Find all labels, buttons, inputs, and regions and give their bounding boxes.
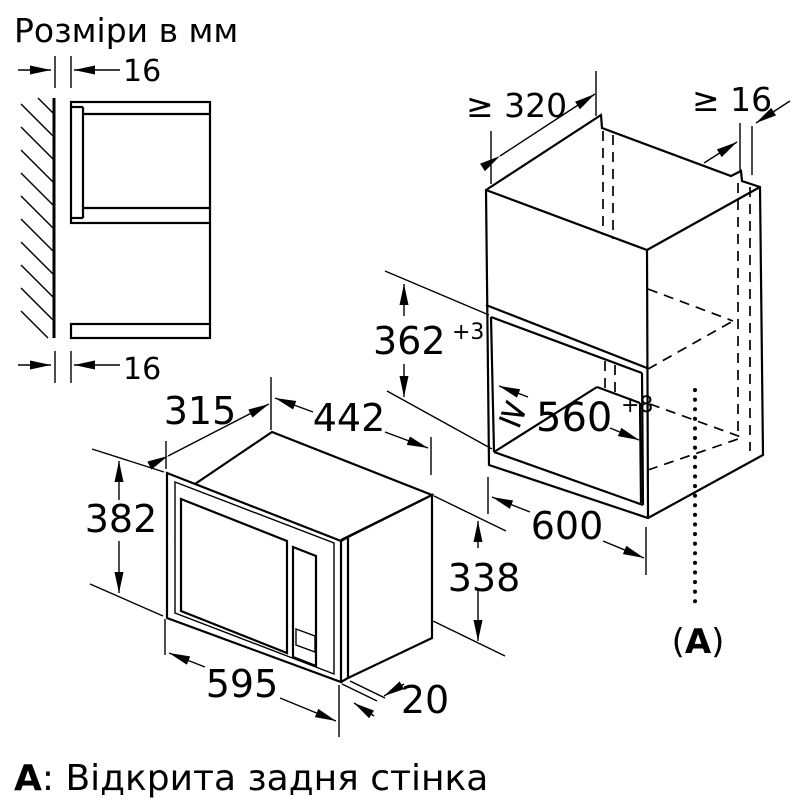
dim-mw-front-width-label: 595: [206, 662, 279, 706]
dim-wall-gap-bottom-label: 16: [123, 352, 161, 387]
dim-cabinet-width: 600: [487, 477, 647, 575]
microwave-frame-side: [340, 535, 350, 683]
dim-mw-body-width: 442: [274, 396, 432, 475]
dim-mw-depth-label: 315: [164, 389, 237, 433]
microwave-door-window: [179, 497, 289, 655]
dim-mw-body-height-label: 338: [448, 556, 521, 600]
annotation-a-label: (А): [672, 622, 725, 662]
dim-mw-front-width: 595: [164, 619, 340, 737]
dim-cabinet-width-label: 600: [531, 504, 604, 548]
wall-hatching: [20, 97, 56, 339]
cabinet-door-bottom-edge: [485, 303, 648, 370]
microwave-isometric: 315 442 382 595: [85, 377, 521, 737]
footnote: А: Відкрита задня стінка: [14, 758, 488, 799]
dim-mw-depth: 315: [147, 377, 272, 470]
dim-cabinet-depth: ≥ 320: [466, 71, 597, 184]
dim-rear-wall-gap-label: ≥ 16: [692, 80, 772, 119]
cabinet-front-top-edge: [485, 188, 648, 252]
dim-wall-gap-top: 16: [18, 54, 161, 89]
microwave-control-panel: [291, 545, 318, 668]
microwave-top-face: [194, 430, 435, 541]
dim-rear-wall-gap: ≥ 16: [692, 80, 791, 175]
dim-niche-height: 362 +3: [373, 270, 493, 450]
dim-mw-frame-depth-label: 20: [401, 678, 449, 722]
dim-mw-body-width-label: 442: [313, 396, 386, 440]
dim-mw-height-label: 382: [85, 497, 158, 541]
microwave-frame-inner-edge: [174, 480, 335, 676]
dim-niche-height-tolerance: +3: [452, 320, 484, 345]
dim-wall-gap-top-label: 16: [123, 54, 161, 89]
cabinet-front-right-edge: [645, 249, 650, 519]
dim-niche-height-label: 362: [373, 319, 446, 363]
cabinet-niche-isometric: (А) ≥ 320 ≥ 16 362 +3: [373, 71, 791, 662]
microwave-body-side: [347, 493, 434, 679]
dim-mw-body-height: 338: [432, 495, 521, 657]
dim-mw-frame-depth: 20: [341, 678, 449, 722]
cabinet-niche-opening: [489, 315, 645, 507]
cabinet-section: [69, 100, 212, 340]
dim-niche-width: ≥ 560 +8: [492, 385, 653, 441]
cabinet-hidden-edges: [602, 131, 751, 471]
dim-wall-gap-bottom: 16: [18, 351, 161, 387]
dim-niche-width-tolerance: +8: [621, 393, 653, 418]
dim-mw-height: 382: [85, 448, 165, 617]
page-title: Розміри в мм: [14, 11, 238, 50]
cabinet-outline: [484, 113, 765, 520]
dim-niche-width-label: 560: [536, 395, 612, 441]
microwave-display: [295, 627, 316, 654]
microwave-front-frame: [165, 471, 343, 684]
dim-cabinet-depth-label: ≥ 320: [466, 86, 567, 125]
cabinet-top-right-edge: [646, 186, 761, 251]
wall-section-view: 16: [18, 54, 212, 387]
